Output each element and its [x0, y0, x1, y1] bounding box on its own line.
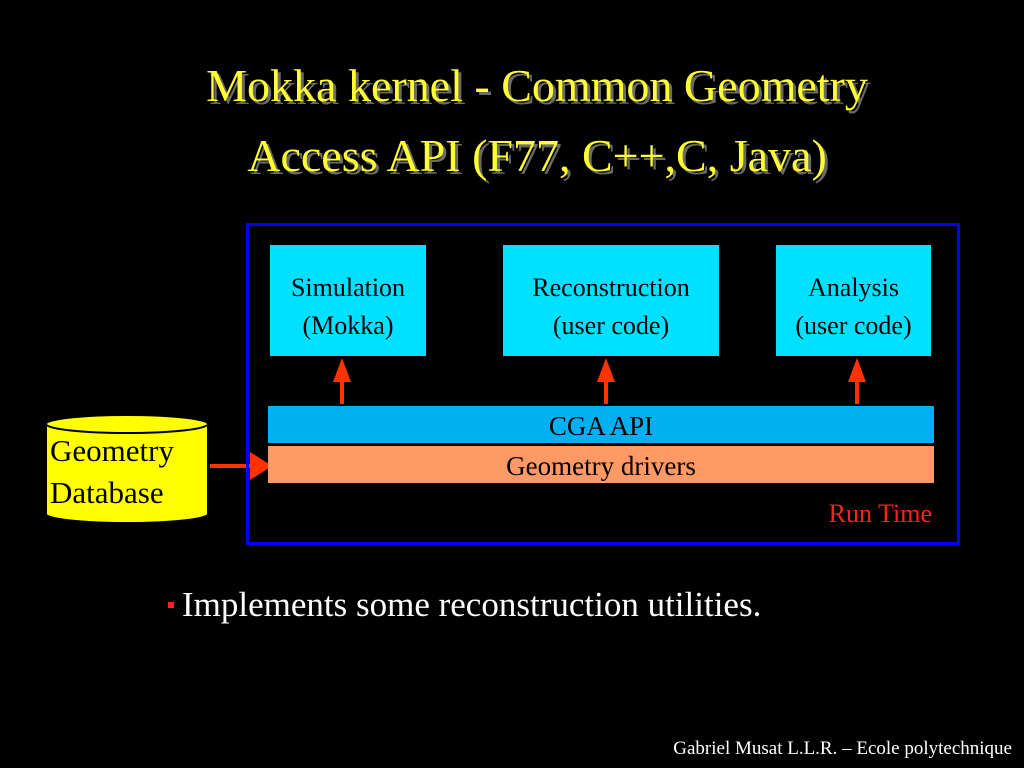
arrow-to-analysis — [848, 358, 866, 404]
geometry-database-label: Geometry Database — [50, 430, 210, 514]
slide-title-line-1: Mokka kernel - Common Geometry — [206, 60, 868, 111]
module-reconstruction-detail: (user code) — [552, 311, 670, 340]
bullet-square-icon — [168, 601, 174, 608]
slide-footer: Gabriel Musat L.L.R. – Ecole polytechniq… — [673, 738, 1012, 759]
arrow-to-simulation — [333, 358, 351, 404]
run-time-label: Run Time — [828, 499, 932, 528]
module-reconstruction-name: Reconstruction — [532, 273, 690, 302]
database-label-line-2: Database — [50, 475, 164, 510]
module-simulation-detail: (Mokka) — [302, 311, 394, 340]
module-analysis-detail: (user code) — [795, 311, 912, 340]
arrow-to-reconstruction — [597, 358, 615, 404]
database-to-drivers-arrow — [210, 452, 272, 480]
database-cylinder — [45, 414, 209, 524]
slide-title-line-2: Access API (F77, C++,C, Java) — [247, 130, 827, 181]
database-label-line-1: Geometry — [50, 433, 174, 468]
module-simulation: Simulation (Mokka) — [270, 245, 426, 356]
cga-api-layer: CGA API — [268, 406, 934, 443]
module-simulation-name: Simulation — [290, 273, 406, 302]
geometry-drivers-layer: Geometry drivers — [268, 446, 934, 483]
module-analysis-name: Analysis — [808, 273, 899, 302]
run-time-frame — [246, 223, 960, 545]
bullet-text: Implements some reconstruction utilities… — [182, 585, 762, 624]
module-reconstruction: Reconstruction (user code) — [503, 245, 719, 356]
module-analysis: Analysis (user code) — [776, 245, 931, 356]
bullet-item: Implements some reconstruction utilities… — [168, 583, 761, 627]
